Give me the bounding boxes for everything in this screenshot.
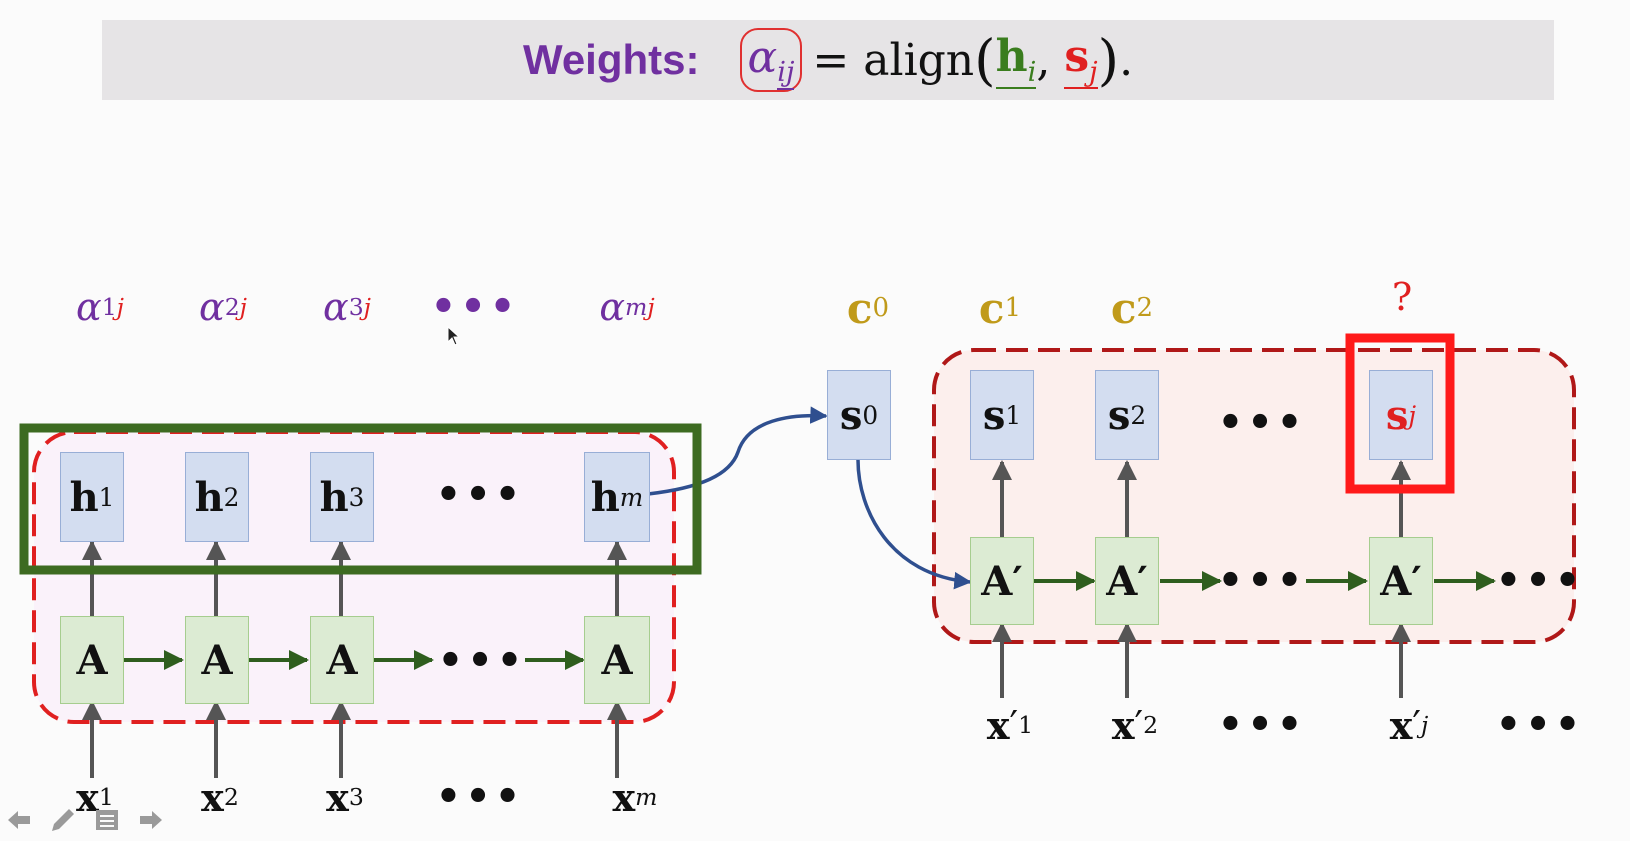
- decoder-cell-2: A′: [1095, 537, 1159, 625]
- decoder-cell-1: A′: [970, 537, 1034, 625]
- hidden-ellipsis: •••: [435, 472, 525, 518]
- decoder-input-ellipsis: •••: [1217, 702, 1307, 748]
- arrow-right-icon[interactable]: [136, 805, 166, 835]
- target-state-highlight: [1345, 333, 1455, 494]
- encoder-output-arrows: [82, 540, 627, 616]
- decoder-cell-ellipsis: •••: [1217, 558, 1307, 604]
- s-j-term: sj: [1064, 30, 1098, 90]
- input-x1-prime: x′1: [986, 702, 1034, 748]
- h-i-term: hi: [995, 30, 1037, 90]
- encoder-cell-1: A: [60, 616, 124, 704]
- menu-icon[interactable]: [92, 805, 122, 835]
- encoder-cell-m: A: [584, 616, 650, 704]
- state-ellipsis: •••: [1217, 400, 1307, 446]
- period: .: [1119, 34, 1134, 86]
- weights-formula: Weights: αij = align(hi, sj).: [522, 27, 1134, 93]
- decoder-input-trailing-ellipsis: •••: [1495, 702, 1585, 748]
- h-to-s0-arrow: [647, 406, 828, 496]
- alpha-symbol: α: [747, 31, 778, 83]
- cell-ellipsis: •••: [437, 638, 527, 684]
- encoder-cell-2: A: [185, 616, 249, 704]
- decoder-output-arrows: [992, 460, 1411, 537]
- hidden-states-highlight: [19, 423, 702, 575]
- weights-label: Weights:: [522, 36, 700, 83]
- alpha-ellipsis: •••: [430, 284, 520, 330]
- input-x2-prime: x′2: [1111, 702, 1159, 748]
- encoder-input-arrows: [82, 700, 627, 778]
- mouse-cursor-icon: [447, 326, 461, 346]
- header-banner: Weights: αij = align(hi, sj).: [102, 20, 1554, 100]
- comma: ,: [1036, 34, 1051, 86]
- s0-to-decoder-arrow: [856, 459, 972, 590]
- pen-icon[interactable]: [48, 805, 78, 835]
- decoder-cell-j: A′: [1369, 537, 1433, 625]
- decoder-input-arrows: [992, 622, 1411, 698]
- alpha-ij-circled: αij: [739, 27, 803, 93]
- unknown-context-question: ?: [1391, 275, 1413, 319]
- encoder-cell-3: A: [310, 616, 374, 704]
- arrow-left-icon[interactable]: [4, 805, 34, 835]
- input-ellipsis: •••: [435, 774, 525, 820]
- input-xj-prime: x′j: [1389, 702, 1429, 748]
- alpha-sub: ij: [777, 57, 795, 91]
- slide-toolbar: [0, 800, 184, 840]
- decoder-trailing-ellipsis: •••: [1495, 558, 1585, 604]
- equals-align: = align: [812, 34, 975, 86]
